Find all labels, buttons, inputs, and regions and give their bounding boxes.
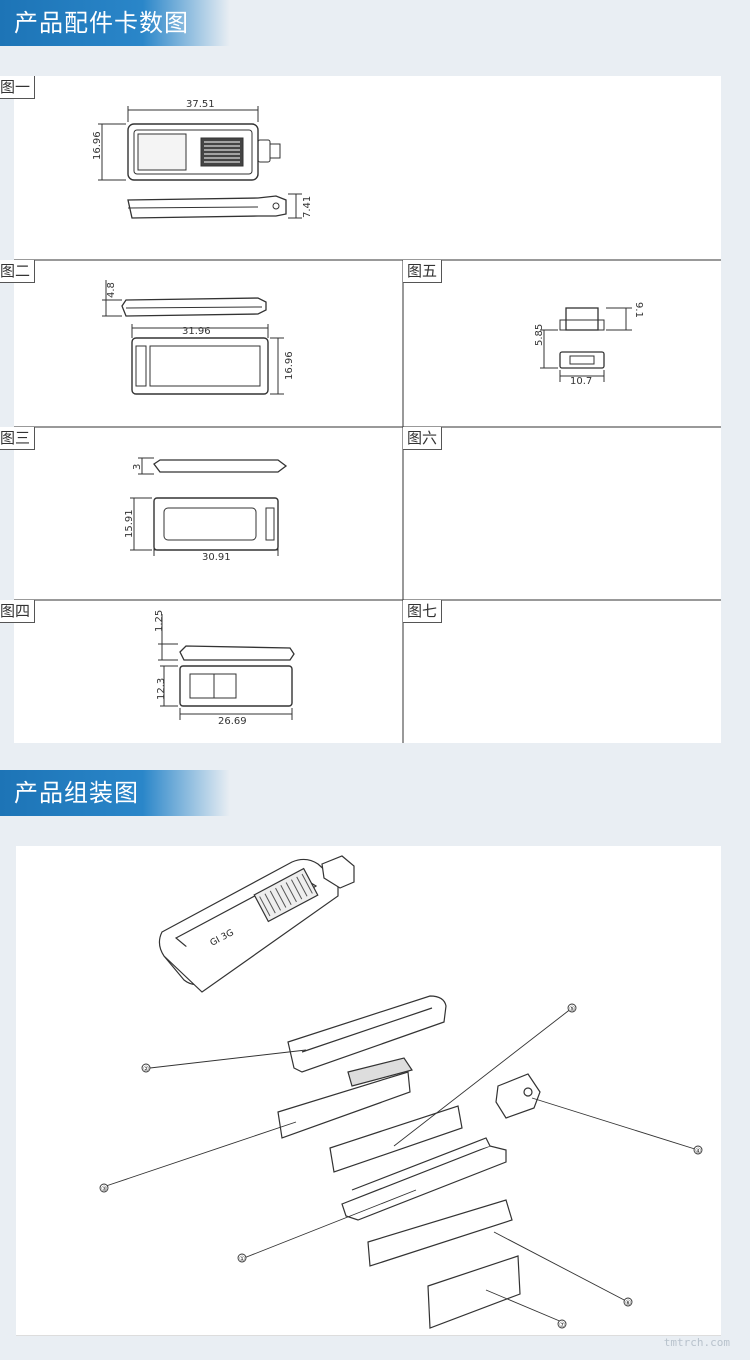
fig-5-label: 图五 bbox=[403, 260, 443, 283]
dim-3-width: 30.91 bbox=[202, 552, 231, 563]
dim-2-height: 16.96 bbox=[284, 351, 295, 380]
section-title-assembly: 产品组装图 bbox=[0, 770, 230, 816]
assembly-panel: ② ③ ① ⑤ ④ ⑥ ⑦ GI 3G bbox=[16, 846, 721, 1337]
fig-1-label: 图一 bbox=[0, 76, 36, 99]
part-6-callout: ⑥ bbox=[625, 1299, 631, 1307]
dim-1-height: 16.96 bbox=[92, 131, 103, 160]
part-2-callout: ② bbox=[143, 1065, 149, 1073]
watermark: tmtrch.com bbox=[663, 1336, 730, 1349]
dim-1-thickness: 7.41 bbox=[302, 196, 313, 218]
dim-4-height: 12.3 bbox=[156, 678, 167, 700]
dim-5-height: 9.1 bbox=[633, 302, 644, 318]
part-3-callout: ③ bbox=[101, 1185, 107, 1193]
dim-3-thickness: 3 bbox=[132, 464, 143, 470]
dim-2-width: 31.96 bbox=[182, 326, 211, 337]
dim-1-width: 37.51 bbox=[186, 99, 215, 110]
part-1-callout: ① bbox=[239, 1255, 245, 1263]
section-title-specs: 产品配件卡数图 bbox=[0, 0, 230, 46]
dim-5-width: 10.7 bbox=[570, 376, 592, 387]
dim-4-width: 26.69 bbox=[218, 716, 247, 727]
specs-drawing: 37.51 16.96 7.41 4.8 31.96 16.96 3 15.91… bbox=[14, 99, 721, 743]
dim-2-thickness: 4.8 bbox=[106, 282, 117, 298]
fig-4-label: 图四 bbox=[0, 600, 36, 623]
part-7-callout: ⑦ bbox=[559, 1321, 565, 1329]
part-5-callout: ⑤ bbox=[569, 1005, 575, 1013]
dim-3-height: 15.91 bbox=[124, 509, 135, 538]
fig-6-label: 图六 bbox=[403, 427, 443, 450]
fig-7-label: 图七 bbox=[403, 600, 443, 623]
fig-2-label: 图二 bbox=[0, 260, 36, 283]
specs-panel: 37.51 16.96 7.41 4.8 31.96 16.96 3 15.91… bbox=[0, 76, 721, 743]
fig-3-label: 图三 bbox=[0, 427, 36, 450]
dim-4-thickness: 1.25 bbox=[154, 610, 165, 632]
assembly-drawing: ② ③ ① ⑤ ④ ⑥ ⑦ GI 3G bbox=[16, 855, 721, 1337]
dim-5-thickness: 5.85 bbox=[534, 324, 545, 346]
part-4-callout: ④ bbox=[695, 1147, 701, 1155]
